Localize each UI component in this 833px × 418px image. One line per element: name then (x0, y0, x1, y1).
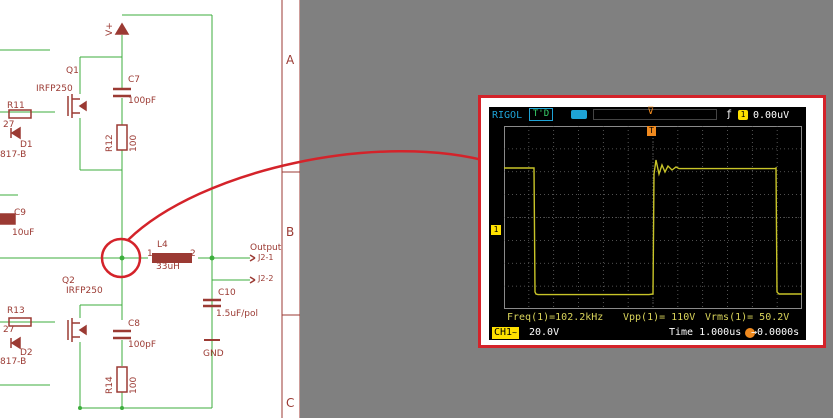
callout-circle (100, 237, 142, 279)
c9-label: C9 (14, 208, 27, 218)
mode-label: T'D (529, 108, 553, 121)
q2-label: Q2 (62, 276, 75, 286)
memory-bar (593, 109, 717, 120)
l4-label: L4 (157, 240, 168, 250)
c9-value: 10uF (12, 228, 35, 238)
frame-letter-c: C (286, 396, 295, 410)
delay-readout: →0.0000s (751, 327, 800, 338)
brand-label: RIGOL (492, 110, 523, 121)
q1-label: Q1 (66, 66, 79, 76)
scope-bottom-bar: CH1~ 20.0V Time 1.000us →0.0000s (489, 326, 806, 340)
vrms-readout: Vrms(1)= 50.2V (705, 312, 790, 323)
zener-bottom-label: 27 (3, 325, 15, 335)
delay-icon (745, 328, 755, 338)
q1-part-label: IRFP250 (36, 84, 73, 94)
c8-label: C8 (128, 319, 141, 329)
memory-depth-icon (571, 110, 587, 119)
waveform-trace (504, 159, 802, 296)
trigger-position-marker: ⊽ (647, 106, 655, 117)
callout-curve (127, 150, 495, 241)
r11-label: R11 (7, 101, 25, 111)
trigger-marker: T (647, 126, 656, 136)
d2-part-label: 817-B (0, 357, 27, 367)
channel-label: CH1 (494, 327, 513, 338)
c8-value: 100pF (128, 340, 157, 350)
j22-label: J2-2 (258, 274, 274, 283)
rising-edge-icon: ƒ (726, 109, 733, 120)
l4-value: 33uH (156, 262, 180, 272)
trigger-source-badge: 1 (738, 110, 748, 120)
j21-label: J2-1 (258, 253, 274, 262)
c7-label: C7 (128, 75, 141, 85)
scope-top-bar: RIGOL T'D ⊽ ƒ 1 0.00uV (489, 106, 806, 124)
c10-label: C10 (218, 288, 236, 298)
frame-letter-b: B (286, 225, 295, 239)
trigger-level-readout: 0.00uV (753, 110, 790, 121)
channel-coupling: ~ (512, 328, 517, 337)
waveform-grid (504, 126, 802, 309)
ch1-ground-marker: 1 (491, 225, 501, 235)
l4-pin2-label: 2 (190, 249, 196, 259)
volts-div-readout: 20.0V (529, 327, 560, 338)
schematic-components (0, 22, 256, 393)
gnd-label: GND (203, 349, 224, 359)
r13-label: R13 (7, 306, 25, 316)
d1-part-label: 817-B (0, 150, 27, 160)
oscilloscope-screen: RIGOL T'D ⊽ ƒ 1 0.00uV 1 T Freq(1)=102.2… (489, 106, 806, 340)
q2-part-label: IRFP250 (66, 286, 103, 296)
time-div-readout: Time 1.000us (669, 327, 742, 338)
c10-value: 1.5uF/pol (216, 309, 258, 319)
frame-letter-a: A (286, 53, 295, 67)
junction-dots (78, 255, 215, 410)
c7-value: 100pF (128, 96, 157, 106)
freq-readout: Freq(1)=102.2kHz (507, 312, 604, 323)
channel-badge: CH1~ (492, 327, 519, 339)
output-label: Output (250, 243, 282, 253)
zener-top-label: 27 (3, 120, 15, 130)
vpp-readout: Vpp(1)= 110V (623, 312, 696, 323)
d2-label: D2 (20, 348, 33, 358)
l4-pin1-label: 1 (147, 249, 153, 259)
d1-label: D1 (20, 140, 33, 150)
